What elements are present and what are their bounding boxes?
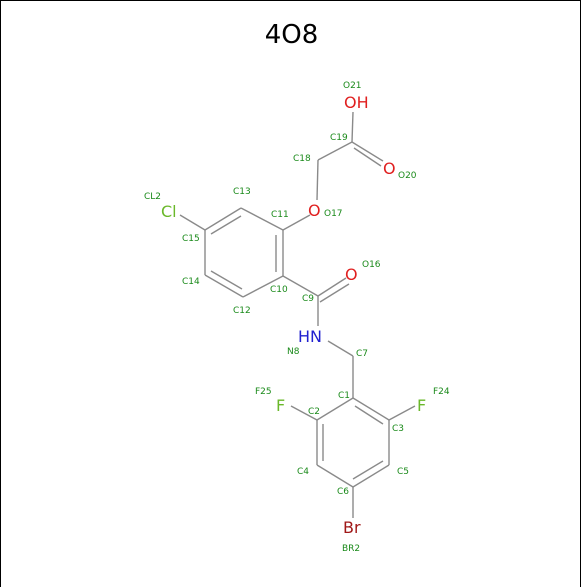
bond-c19-o21 bbox=[351, 111, 354, 143]
molecule-title: 4O8 bbox=[264, 20, 319, 50]
chlorine-cl: Cl bbox=[161, 202, 177, 221]
bond-c19-o20-b bbox=[353, 147, 382, 167]
bond-c10-c12 bbox=[242, 275, 284, 298]
label-c13: C13 bbox=[233, 187, 251, 197]
bond-c19-o20-a bbox=[351, 141, 384, 162]
bond-c15-c13-inner bbox=[210, 215, 242, 235]
hydroxyl-oh: OH bbox=[344, 93, 369, 112]
bond-c15-cl bbox=[179, 214, 206, 231]
label-br2: BR2 bbox=[342, 544, 360, 554]
bonds bbox=[179, 111, 416, 518]
label-c18: C18 bbox=[293, 154, 311, 164]
label-c15: C15 bbox=[182, 234, 200, 244]
bond-c9-o16-b bbox=[319, 283, 350, 303]
label-c6: C6 bbox=[337, 487, 349, 497]
bond-c18-o17 bbox=[316, 159, 319, 201]
bond-c15-c13 bbox=[204, 207, 242, 231]
label-n8: N8 bbox=[287, 347, 300, 357]
bond-c10-c9 bbox=[282, 275, 319, 297]
oxygen-o16: O bbox=[345, 265, 358, 284]
label-c5: C5 bbox=[397, 467, 409, 477]
bond-c19-c18 bbox=[317, 141, 353, 161]
label-c9: C9 bbox=[302, 294, 314, 304]
label-c2: C2 bbox=[308, 407, 320, 417]
bromine-br: Br bbox=[343, 518, 361, 537]
label-c4: C4 bbox=[297, 467, 309, 477]
bond-c1-c3-inner bbox=[354, 405, 384, 425]
label-c10: C10 bbox=[270, 285, 288, 295]
atom-symbols: OH O O O Cl HN F F Br bbox=[161, 93, 426, 537]
bond-c12-c14-inner bbox=[210, 270, 243, 290]
label-c3: C3 bbox=[392, 424, 404, 434]
bond-c6-c4 bbox=[316, 464, 354, 488]
label-c12: C12 bbox=[233, 306, 251, 316]
bond-n8-c7 bbox=[327, 340, 354, 357]
fluorine-f24: F bbox=[417, 396, 426, 415]
bond-c2-f25 bbox=[290, 405, 318, 421]
label-o20: O20 bbox=[398, 171, 417, 181]
bond-c2-c1 bbox=[316, 397, 354, 421]
label-c14: C14 bbox=[182, 277, 200, 287]
atom-labels: O21 C19 C18 O20 O17 CL2 C13 C11 C15 C14 … bbox=[144, 81, 450, 554]
bond-c5-c6-inner bbox=[352, 460, 384, 480]
bond-c9-o16-a bbox=[317, 277, 347, 297]
label-o16: O16 bbox=[362, 260, 381, 270]
bond-o17-c11 bbox=[282, 214, 311, 231]
fluorine-f25: F bbox=[276, 396, 285, 415]
label-o17: O17 bbox=[324, 209, 343, 219]
bond-c5-c6 bbox=[352, 464, 390, 488]
oxygen-o20: O bbox=[383, 159, 396, 178]
bond-c12-c14 bbox=[204, 274, 244, 298]
bond-c1-c3 bbox=[352, 397, 390, 421]
bond-c13-c11 bbox=[240, 207, 284, 231]
nitrogen-hn: HN bbox=[298, 327, 322, 346]
oxygen-o17: O bbox=[308, 201, 321, 220]
label-f25: F25 bbox=[255, 387, 272, 397]
label-f24: F24 bbox=[433, 387, 450, 397]
bond-c3-f24 bbox=[388, 405, 416, 421]
label-cl2: CL2 bbox=[144, 192, 161, 202]
label-c11: C11 bbox=[271, 210, 289, 220]
label-c19: C19 bbox=[330, 133, 348, 143]
label-c7: C7 bbox=[356, 349, 368, 359]
label-o21: O21 bbox=[343, 81, 362, 91]
label-c1: C1 bbox=[338, 391, 350, 401]
